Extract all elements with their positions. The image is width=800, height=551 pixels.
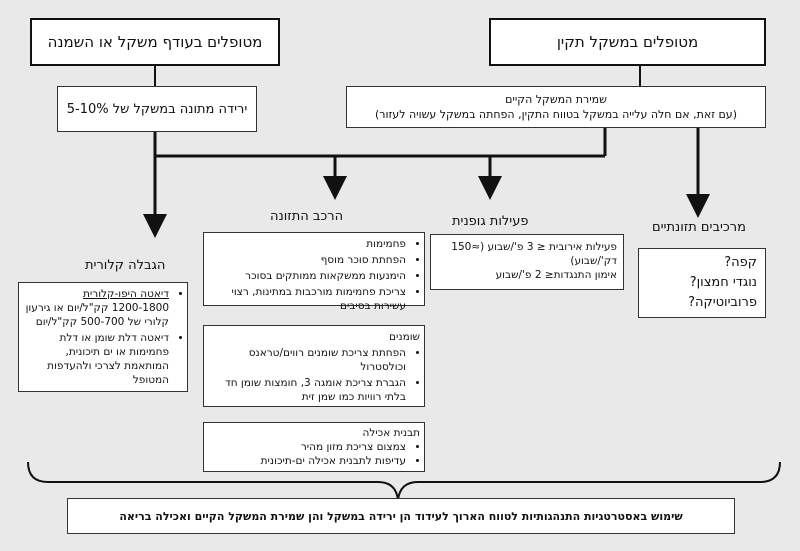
maintain-weight-title: שמירת המשקל הקיים [505,93,607,106]
caloric-restriction-box: דיאטה היפו-קלורית 1200-1800 קק"ל/יום או … [18,282,188,392]
list-item: הפחתת סוכר מוסף [208,253,406,267]
fats-title: שומנים [389,331,420,343]
list-item: עדיפות לתבנית אכילה ים-תיכונית [208,454,406,468]
physical-activity-heading: פעילות גופנית [452,214,529,229]
physical-activity-box: פעילות אירובית ≤ 3 פ'/שבוע (≈150 דק'/שבו… [430,234,624,290]
list-item: הגברת צריכת אומגה 3, חומצות שומן חד בלתי… [208,376,406,404]
moderate-weight-loss-label: ירידה מתונה במשקל של 5-10% [66,101,248,117]
hypocaloric-text: 1200-1800 קק"ל/יום או גירעון קלורי של 50… [25,302,169,328]
list-item: צמצום צריכת מזון מהיר [208,440,406,454]
list-item: דיאטה דלת שומן או דלת פחמימות או ים תיכו… [23,331,169,387]
caloric-restriction-heading: הגבלה קלורית [85,258,166,273]
list-item: צריכת פחמימות מורכבות במתינות, רצוי עשיר… [208,285,406,313]
list-item: הימנעות ממשקאות ממותקים בסוכר [208,269,406,283]
maintain-weight-note: (עם זאת, אם חלה עלייה במשקל בטווח התקין,… [375,108,737,121]
normal-weight-box: מטופלים במשקל תקין [489,18,766,66]
eating-pattern-box: תבנית אכילה צמצום צריכת מזון מהיר עדיפות… [203,422,425,472]
eating-pattern-title: תבנית אכילה [362,427,420,439]
moderate-weight-loss-box: ירידה מתונה במשקל של 5-10% [57,86,257,132]
list-item: הפחתת צריכת שומנים רווים/טראנס וכולסטרול [208,346,406,374]
fats-box: שומנים הפחתת צריכת שומנים רווים/טראנס וכ… [203,325,425,407]
normal-weight-label: מטופלים במשקל תקין [556,33,699,51]
hypocaloric-title: דיאטה היפו-קלורית [83,288,169,300]
behavioral-strategies-label: שימוש באסטרטגיות התנהגותיות לטווח הארוך … [119,509,683,523]
coffee-item: קפה? [724,255,757,270]
nutrition-composition-heading: הרכב התזונה [270,209,344,224]
resistance-training-text: אימון התנגדות≤ 2 פ'/שבוע [495,269,617,281]
overweight-label: מטופלים בעודף משקל או השמנה [47,33,263,51]
probiotics-item: פרוביוטיקה? [688,295,757,310]
nutritional-components-heading: מרכיבים תזונתיים [652,220,746,235]
overweight-box: מטופלים בעודף משקל או השמנה [30,18,280,66]
nutritional-components-box: קפה? נוגדי חמצון? פרוביוטיקה? [638,248,766,318]
maintain-weight-box: שמירת המשקל הקיים (עם זאת, אם חלה עלייה … [346,86,766,128]
carbohydrates-box: פחמימות הפחתת סוכר מוסף הימנעות ממשקאות … [203,232,425,312]
list-item: דיאטה היפו-קלורית 1200-1800 קק"ל/יום או … [23,287,169,329]
aerobic-activity-text: פעילות אירובית ≤ 3 פ'/שבוע (≈150 דק'/שבו… [451,241,617,267]
behavioral-strategies-box: שימוש באסטרטגיות התנהגותיות לטווח הארוך … [67,498,735,534]
antioxidants-item: נוגדי חמצון? [689,275,757,290]
list-item: פחמימות [208,237,406,251]
